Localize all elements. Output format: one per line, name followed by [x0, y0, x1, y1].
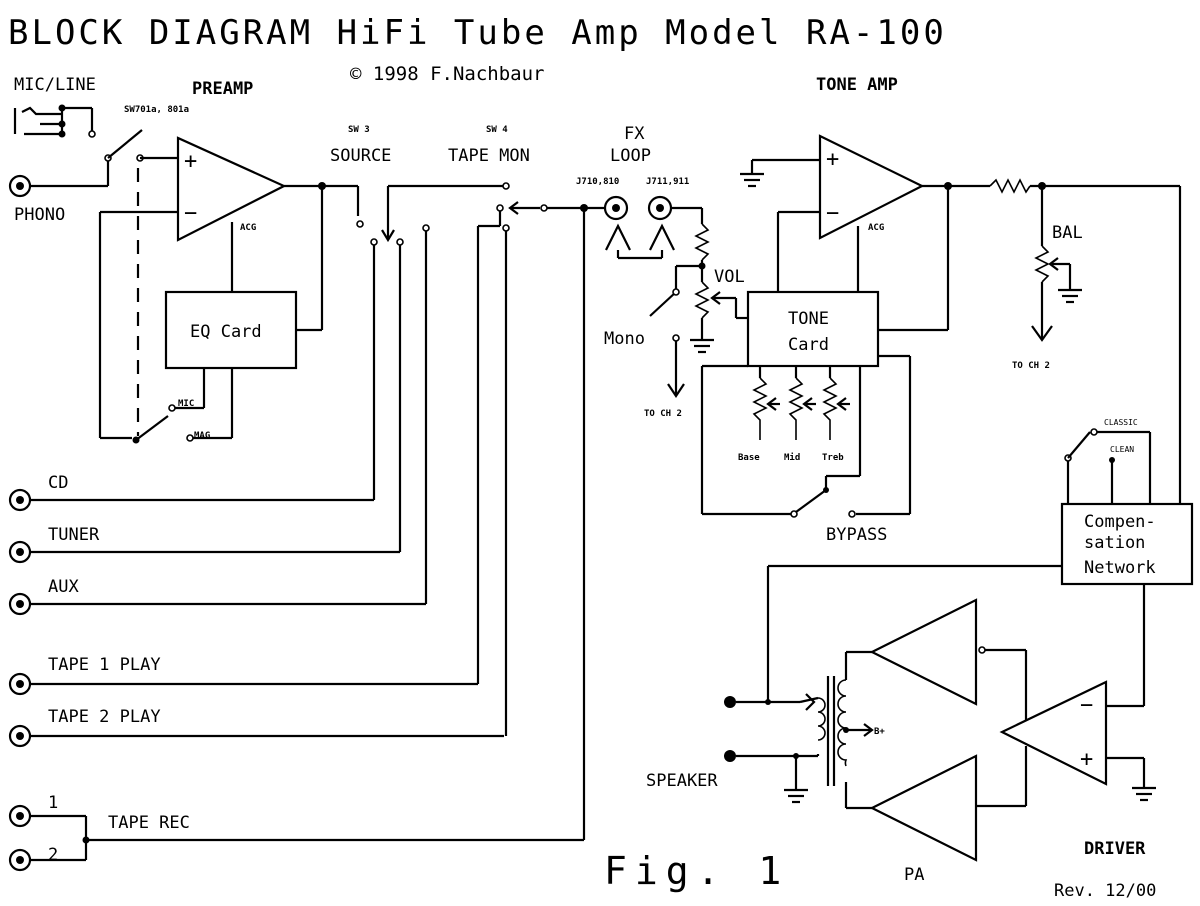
eq-card — [132, 290, 298, 444]
tape2-jack — [8, 724, 504, 748]
label-comp-2: sation — [1084, 533, 1145, 553]
label-vol: VOL — [714, 267, 745, 287]
label-acg-tone: ACG — [868, 223, 884, 233]
label-bypass: BYPASS — [826, 525, 887, 545]
label-sw4: SW 4 — [486, 125, 508, 135]
label-to-ch2-left: TO CH 2 — [644, 409, 682, 419]
driver-minus: − — [1080, 693, 1093, 718]
preamp-opamp — [98, 136, 360, 440]
label-tape1: TAPE 1 PLAY — [48, 655, 161, 675]
label-treb: Treb — [822, 453, 844, 463]
compensation-network — [766, 428, 1194, 708]
label-preamp: PREAMP — [192, 79, 253, 99]
label-tuner: TUNER — [48, 525, 100, 545]
label-j710: J710,810 — [576, 177, 619, 187]
label-sw701: SW701a, 801a — [124, 105, 189, 115]
sw701-switch — [104, 129, 180, 436]
figure-label: Fig. 1 — [604, 849, 789, 893]
label-tape-mon: TAPE MON — [448, 146, 530, 166]
label-pa: PA — [904, 865, 924, 885]
fx-loop — [603, 195, 704, 260]
label-tape2: TAPE 2 PLAY — [48, 707, 161, 727]
label-acg-preamp: ACG — [240, 223, 256, 233]
cd-jack — [8, 488, 374, 512]
label-to-ch2-right: TO CH 2 — [1012, 361, 1050, 371]
driver-stage — [976, 648, 1156, 808]
tone-amp — [740, 134, 1182, 504]
balance-control — [1031, 186, 1082, 342]
preamp-plus: + — [184, 149, 197, 174]
power-amp — [724, 598, 986, 862]
label-comp-3: Network — [1084, 558, 1156, 578]
label-sw3: SW 3 — [348, 125, 370, 135]
aux-jack — [8, 592, 426, 616]
tape1-jack — [8, 672, 478, 696]
label-mic: MIC — [178, 399, 194, 409]
mic-line-jack — [13, 104, 96, 138]
label-card: Card — [788, 335, 829, 355]
label-base: Base — [738, 453, 760, 463]
label-loop: LOOP — [610, 146, 651, 166]
label-tone: TONE — [788, 309, 829, 329]
label-mic-line: MIC/LINE — [14, 75, 96, 95]
input-jacks — [8, 208, 586, 872]
label-comp-1: Compen- — [1084, 512, 1156, 532]
label-driver: DRIVER — [1084, 839, 1146, 859]
preamp-section — [8, 104, 360, 444]
toneamp-minus: − — [826, 201, 839, 226]
label-bplus: B+ — [874, 727, 885, 737]
text-labels: BLOCK DIAGRAM HiFi Tube Amp Model RA-100… — [8, 13, 1156, 901]
label-bal: BAL — [1052, 223, 1083, 243]
label-tone-amp: TONE AMP — [816, 75, 898, 95]
tuner-jack — [8, 540, 400, 564]
label-rec-1: 1 — [48, 793, 58, 813]
label-source: SOURCE — [330, 146, 391, 166]
label-speaker: SPEAKER — [646, 771, 718, 791]
label-mono: Mono — [604, 329, 645, 349]
label-mid: Mid — [784, 452, 800, 463]
diagram-title: BLOCK DIAGRAM HiFi Tube Amp Model RA-100 — [8, 13, 947, 53]
label-clean: CLEAN — [1110, 445, 1134, 454]
label-j711: J711,911 — [646, 177, 689, 187]
label-tape-rec: TAPE REC — [108, 813, 190, 833]
label-rec-2: 2 — [48, 845, 58, 865]
label-fx: FX — [624, 124, 645, 144]
label-cd: CD — [48, 473, 68, 493]
label-aux: AUX — [48, 577, 79, 597]
label-mag: MAG — [194, 431, 210, 441]
preamp-minus: − — [184, 201, 197, 226]
driver-plus: + — [1080, 747, 1093, 772]
phono-jack — [8, 158, 110, 198]
label-eq-card: EQ Card — [190, 322, 262, 342]
tape-rec-jacks — [8, 208, 586, 872]
volume-control — [649, 223, 748, 398]
copyright: © 1998 F.Nachbaur — [350, 63, 544, 85]
tape-mon-switch — [476, 182, 604, 736]
revision: Rev. 12/00 — [1054, 881, 1156, 901]
tone-card — [700, 290, 912, 518]
label-classic: CLASSIC — [1104, 418, 1138, 427]
label-phono: PHONO — [14, 205, 65, 225]
toneamp-plus: + — [826, 147, 839, 172]
source-switch — [356, 184, 504, 604]
